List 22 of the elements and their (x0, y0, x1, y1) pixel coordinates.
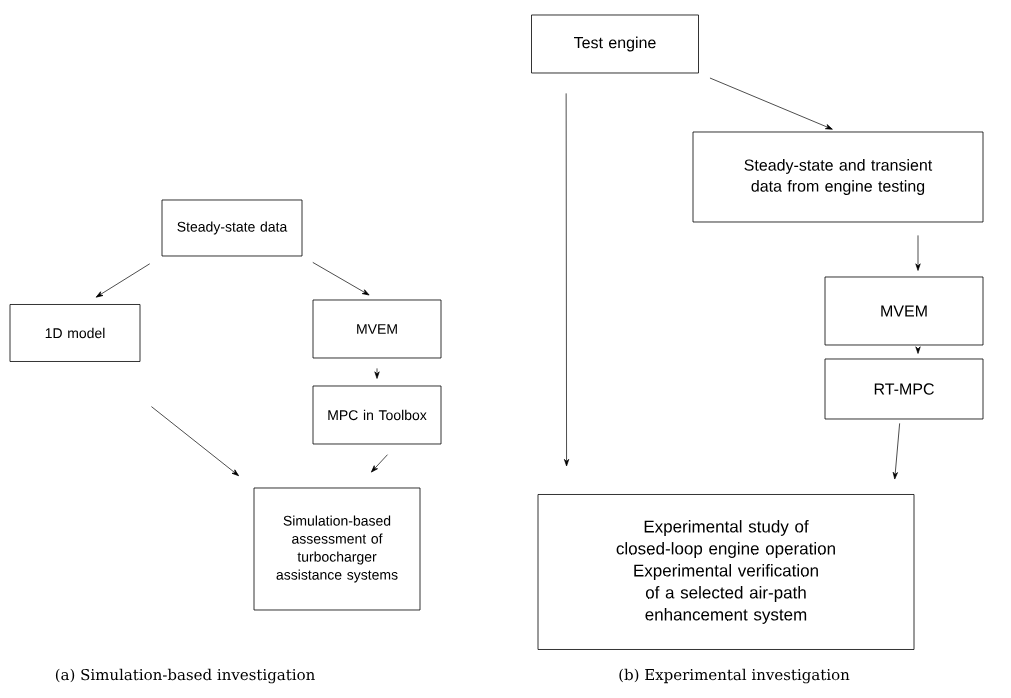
arrow (915, 346, 921, 354)
arrow (564, 93, 570, 467)
arrow (95, 263, 151, 298)
caption: (b) Experimental investigation (619, 668, 850, 684)
arrow (915, 235, 921, 271)
caption: (a) Simulation-based investigation (55, 668, 315, 684)
process-box: RT-MPC (824, 358, 984, 420)
arrow (374, 368, 380, 379)
process-box: Experimental study of closed-loop engine operation Experimental verification of a selected air-path enhancement system (537, 494, 915, 650)
arrow (151, 406, 239, 477)
process-box: MVEM (312, 299, 442, 359)
arrow (371, 454, 388, 473)
process-box: Simulation-based assessment of turbocharger assistance systems (253, 487, 421, 611)
process-box: Steady-state and transient data from engine testing (692, 131, 984, 223)
process-box: Steady-state data (161, 199, 303, 257)
process-box: MPC in Toolbox (312, 385, 442, 445)
process-box: 1D model (9, 304, 141, 362)
process-box: MVEM (824, 276, 984, 346)
arrow (892, 423, 900, 480)
arrow (709, 77, 833, 130)
arrow (312, 262, 370, 296)
process-box: Test engine (531, 14, 699, 74)
